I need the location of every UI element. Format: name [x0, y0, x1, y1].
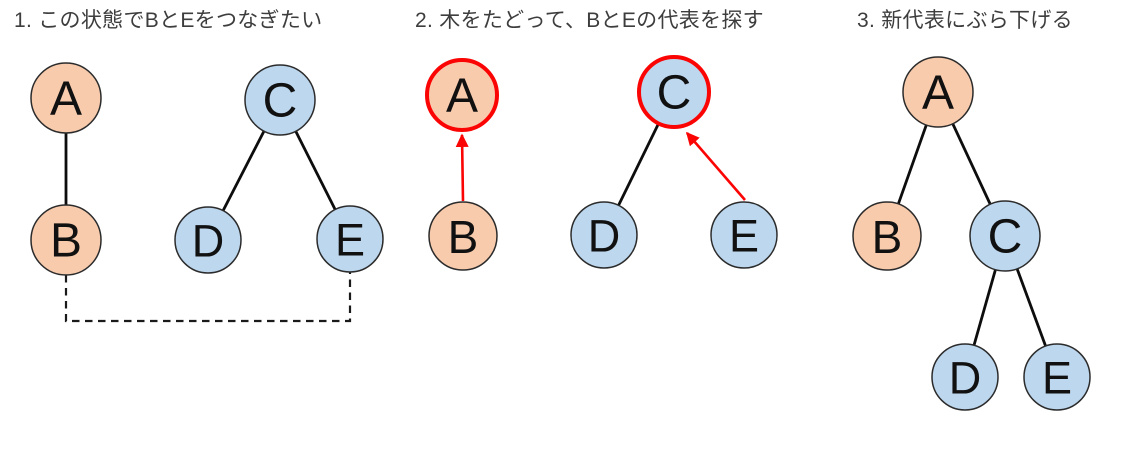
node-a-label-panel3: A: [922, 67, 954, 120]
find-root-arrow-e-to-c: [685, 131, 746, 201]
arrows-layer: [455, 131, 746, 202]
node-e-label-panel3: E: [1042, 353, 1072, 404]
node-a-label-panel2: A: [446, 70, 478, 123]
node-b-panel1: [30, 204, 102, 276]
panel-2-title: 2. 木をたどって、BとEの代表を探す: [415, 9, 764, 32]
node-b-panel2: [428, 201, 498, 271]
node-d-label-panel2: D: [588, 211, 621, 262]
node-d-panel1: [174, 206, 242, 274]
node-e-panel3: [1023, 343, 1091, 411]
node-d-panel2: [570, 201, 638, 269]
node-c-label-panel3: C: [988, 211, 1023, 264]
panel-1-title: 1. この状態でBとEをつなぎたい: [14, 9, 323, 32]
node-e-label-panel2: E: [729, 211, 759, 262]
pending-union-b-e-dashed-line: [64, 272, 352, 323]
node-a-label-panel1: A: [50, 73, 82, 126]
node-c-panel2: [637, 55, 711, 129]
node-e-label-panel1: E: [335, 215, 365, 266]
node-b-panel3: [852, 201, 922, 271]
node-c-label-panel2: C: [657, 67, 692, 120]
find-root-arrow-b-to-a: [455, 133, 469, 202]
node-c-label-panel1: C: [263, 75, 298, 128]
node-d-label-panel1: D: [192, 216, 225, 267]
node-a-panel1: [30, 62, 102, 134]
node-d-label-panel3: D: [949, 353, 982, 404]
node-d-panel3: [931, 343, 999, 411]
node-e-panel1: [316, 205, 384, 273]
nodes-layer: A B C D E A B C D E A B C D E: [30, 55, 1091, 411]
node-a-panel2: [425, 58, 499, 132]
node-a-panel3: [902, 56, 974, 128]
node-c-panel1: [244, 64, 316, 136]
node-b-label-panel1: B: [50, 215, 82, 268]
node-b-label-panel2: B: [448, 211, 479, 263]
node-b-label-panel3: B: [872, 211, 903, 263]
node-e-panel2: [710, 201, 778, 269]
panel-3-title: 3. 新代表にぶら下げる: [857, 9, 1073, 32]
node-c-panel3: [969, 200, 1041, 272]
